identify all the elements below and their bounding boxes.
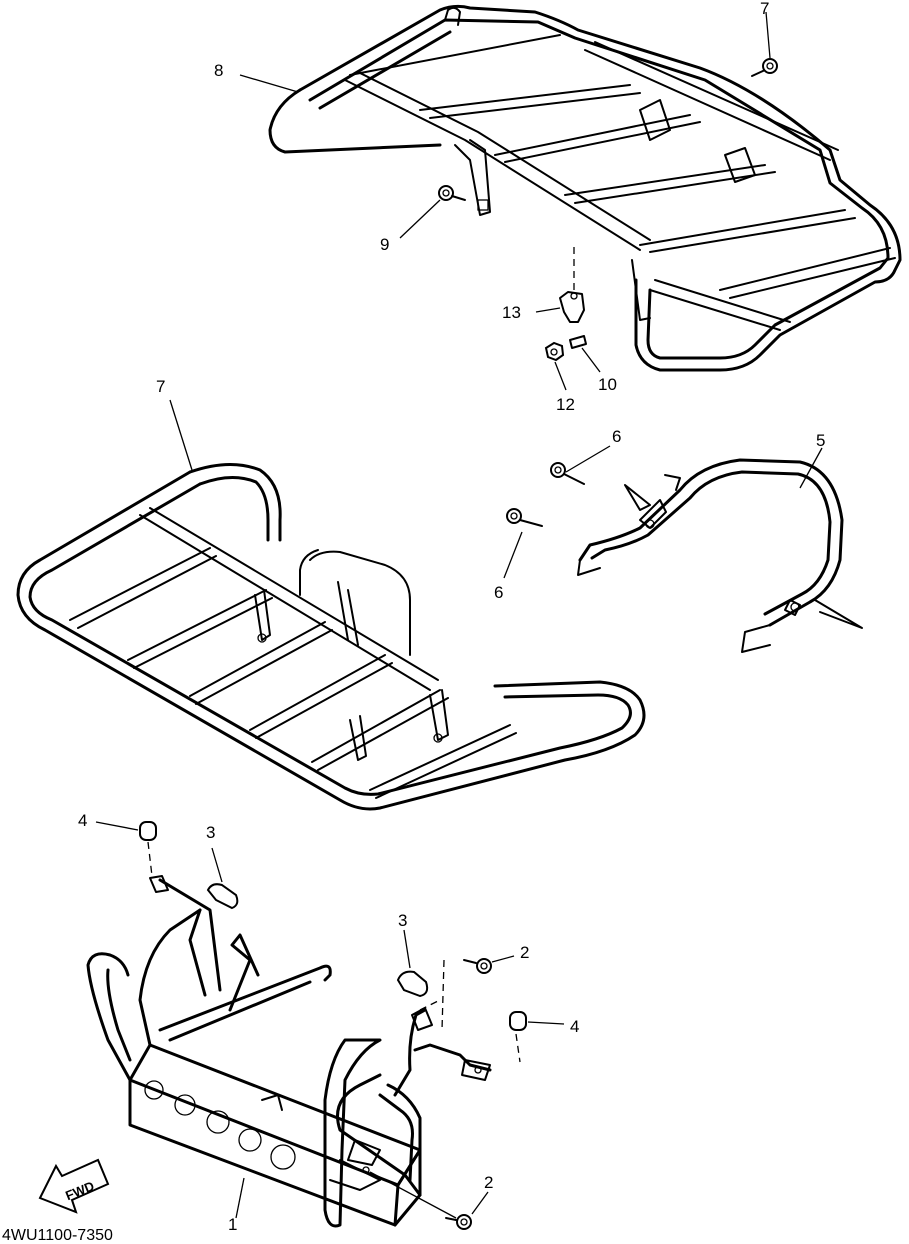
bolt-part-9	[399, 185, 466, 239]
grip-part-3-right	[396, 929, 429, 998]
callout-7: 7	[156, 377, 165, 396]
front-carrier-part-7	[16, 462, 646, 811]
callout-12: 12	[556, 395, 575, 414]
bolt-part-2-upper	[441, 955, 515, 1031]
callout-3-right: 3	[398, 911, 407, 930]
rear-carrier-part-8	[268, 4, 902, 372]
callout-6-lower: 6	[494, 583, 503, 602]
leader-1	[235, 1177, 245, 1219]
grip-part-3-left	[206, 847, 239, 910]
callout-6-upper: 6	[612, 427, 621, 446]
callout-11: 7	[760, 0, 769, 18]
bolt-part-2-lower	[369, 1171, 489, 1230]
bolt-part-11	[751, 11, 778, 77]
leader-5	[799, 447, 823, 489]
callout-1: 1	[228, 1215, 237, 1234]
callout-10: 10	[598, 375, 617, 394]
callout-3-left: 3	[206, 823, 215, 842]
callout-13: 13	[502, 303, 521, 322]
callout-9: 9	[380, 235, 389, 254]
clip-part-13	[535, 244, 585, 323]
callout-4-left: 4	[78, 811, 87, 830]
leader-7	[169, 399, 193, 471]
bolt-part-6-lower	[503, 508, 543, 579]
callout-4-right: 4	[570, 1017, 579, 1036]
fwd-arrow-icon: FWD	[38, 1158, 110, 1214]
callout-2-lower: 2	[484, 1173, 493, 1192]
callout-8: 8	[214, 61, 223, 80]
front-guard-part-1	[86, 875, 492, 1228]
drawing-code: 4WU1100-7350	[2, 1227, 113, 1244]
bolt-part-6-upper	[550, 445, 611, 485]
collar-part-10	[569, 335, 601, 373]
nut-part-12	[544, 341, 567, 391]
leader-8	[239, 74, 299, 93]
cap-part-4-left	[95, 821, 157, 877]
callout-2-upper: 2	[520, 943, 529, 962]
callout-5: 5	[816, 431, 825, 450]
cap-part-4-right	[509, 1011, 565, 1063]
rear-guard-part-5	[577, 458, 863, 653]
